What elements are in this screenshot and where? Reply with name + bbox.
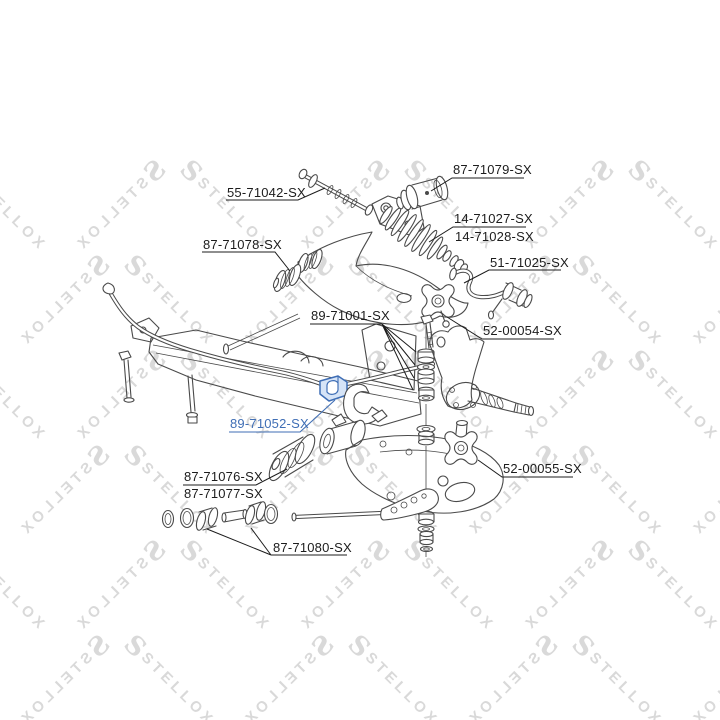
part-label-89-71001-sx: 89-71001-SX [311,308,390,323]
stabilizer-bushing-89-71052-highlight [319,375,348,402]
strut-bushing-87-71076-drawing [268,433,316,482]
part-label-89-71052-sx-highlighted: 89-71052-SX [230,416,309,431]
part-label-87-71079-sx: 87-71079-SX [453,162,532,177]
part-label-51-71025-sx: 51-71025-SX [490,255,569,270]
boot-and-bracket-drawing [371,195,469,273]
end-link-51-71025-drawing [449,267,533,320]
ball-joint-52-00054-drawing [420,284,455,349]
lower-control-arm-drawing [319,419,504,514]
part-label-52-00055-sx: 52-00055-SX [503,461,582,476]
part-label-52-00054-sx: 52-00054-SX [483,323,562,338]
bushing-87-71079-drawing [396,175,449,211]
part-label-87-71080-sx: 87-71080-SX [273,540,352,555]
steering-knuckle-drawing [429,325,535,417]
part-label-87-71076-sx: 87-71076-SX [184,469,263,484]
tie-rod-drawing [298,168,374,216]
hardware-row-87-71080-drawing [161,501,279,531]
stabilizer-bar-drawing [102,282,436,390]
strut-rod-drawing [291,488,439,522]
part-label-14-71028-sx: 14-71028-SX [455,229,534,244]
part-label-14-71027-sx: 14-71027-SX [454,211,533,226]
part-label-87-71078-sx: 87-71078-SX [203,237,282,252]
part-label-87-71077-sx: 87-71077-SX [184,486,263,501]
part-label-55-71042-sx: 55-71042-SX [227,185,306,200]
label-leader-lines [183,177,573,556]
stabilizer-clamp-bracket-drawing [331,383,388,427]
stabilizer-link-hardware-drawing [416,326,436,557]
ball-joint-52-00055-drawing [444,419,478,465]
